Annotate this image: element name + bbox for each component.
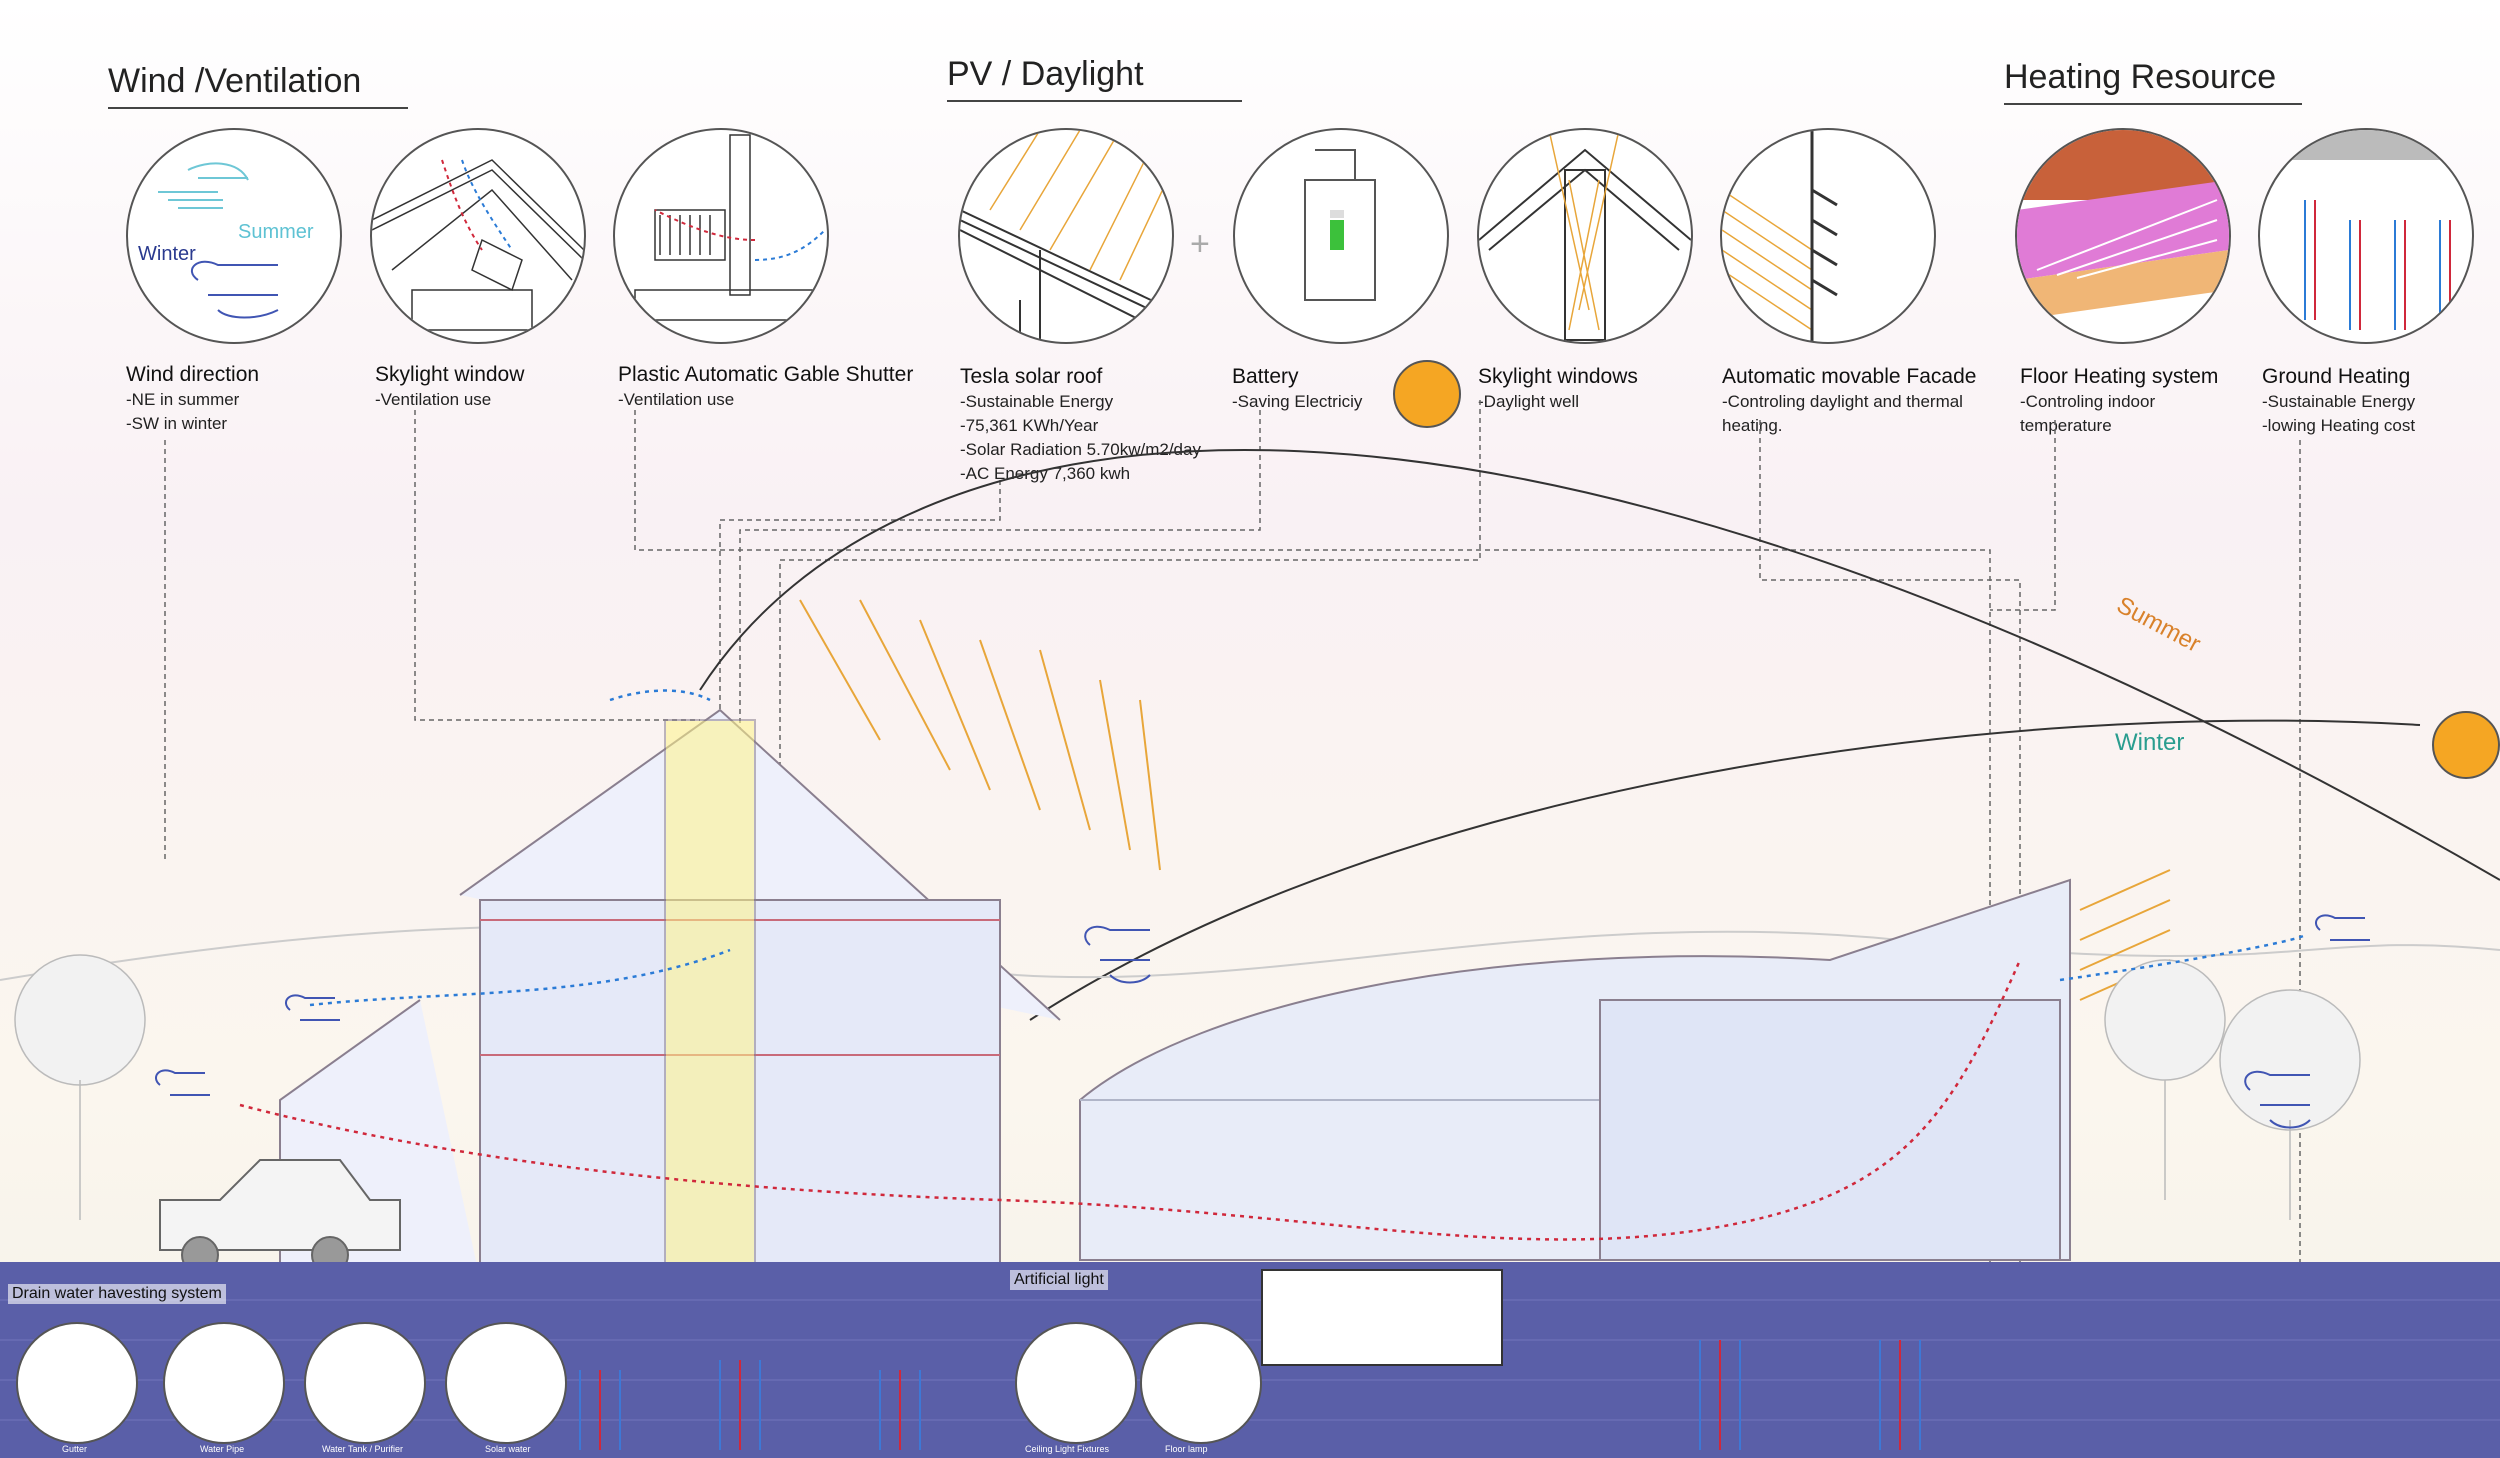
warm-air-flow bbox=[239, 959, 2022, 1241]
cool-air-flow bbox=[309, 948, 731, 1007]
summer-label: Summer bbox=[238, 221, 314, 243]
floor-lamp-circle bbox=[1140, 1322, 1262, 1444]
wind-direction-circle: Summer Winter bbox=[126, 128, 342, 344]
heating-resource-heading: Heating Resource bbox=[2004, 58, 2302, 105]
skylight-window-label: Skylight window -Ventilation use bbox=[375, 363, 525, 409]
skylight-windows-circle bbox=[1477, 128, 1693, 344]
solar-water-circle bbox=[445, 1322, 567, 1444]
gable-shutter-circle bbox=[613, 128, 829, 344]
battery-circle bbox=[1233, 128, 1449, 344]
skylight-windows-label: Skylight windows -Daylight well bbox=[1478, 365, 1638, 411]
gutter-caption: Gutter bbox=[62, 1444, 88, 1454]
winter-path-label: Winter bbox=[2115, 729, 2184, 756]
summer-sun-icon bbox=[1393, 360, 1461, 428]
tesla-solar-roof-label: Tesla solar roof -Sustainable Energy -75… bbox=[960, 365, 1201, 483]
movable-facade-circle bbox=[1720, 128, 1936, 344]
ground-heating-label: Ground Heating -Sustainable Energy -lowi… bbox=[2262, 365, 2416, 435]
main-house bbox=[279, 708, 1061, 1281]
wind-ventilation-heading: Wind /Ventilation bbox=[108, 62, 408, 109]
ground-hatching bbox=[0, 1299, 2500, 1421]
water-tank-caption: Water Tank / Purifier bbox=[322, 1444, 404, 1454]
gutter-circle bbox=[16, 1322, 138, 1444]
trees bbox=[14, 954, 2361, 1220]
ceiling-light-circle bbox=[1015, 1322, 1137, 1444]
gable-shutter-label: Plastic Automatic Gable Shutter -Ventila… bbox=[618, 363, 914, 409]
floor-heating-label: Floor Heating system -Controling indoor … bbox=[2020, 365, 2219, 435]
plus-icon: + bbox=[1190, 225, 1210, 263]
summer-path-label: Summer bbox=[2112, 591, 2205, 657]
ground-heating-loops bbox=[579, 1340, 1921, 1450]
wind-icons bbox=[155, 914, 2370, 1129]
floor-heating-circle bbox=[2015, 128, 2231, 344]
winter-sun-icon bbox=[2432, 711, 2500, 779]
drain-system-title: Drain water havesting system bbox=[8, 1284, 226, 1304]
underground-tank bbox=[1261, 1269, 1503, 1366]
movable-facade-label: Automatic movable Facade -Controling day… bbox=[1722, 365, 1977, 435]
water-pipe-circle bbox=[163, 1322, 285, 1444]
ceiling-light-caption: Ceiling Light Fixtures bbox=[1025, 1444, 1110, 1454]
artificial-light-title: Artificial light bbox=[1010, 1270, 1108, 1290]
ground-heating-circle bbox=[2258, 128, 2474, 344]
battery-label: Battery -Saving Electriciy bbox=[1232, 365, 1363, 411]
wind-direction-label: Wind direction -NE in summer -SW in wint… bbox=[126, 363, 260, 433]
solar-rays bbox=[799, 599, 2171, 1001]
winter-label: Winter bbox=[138, 243, 196, 265]
water-tank-circle bbox=[304, 1322, 426, 1444]
tesla-solar-roof-circle bbox=[958, 128, 1174, 344]
pv-daylight-heading: PV / Daylight bbox=[947, 55, 1242, 102]
winter-sun-path bbox=[1029, 719, 2421, 1021]
floor-lamp-caption: Floor lamp bbox=[1165, 1444, 1208, 1454]
summer-sun-path bbox=[699, 448, 2500, 881]
second-building bbox=[1079, 878, 2071, 1261]
battery-level-icon bbox=[1330, 220, 1344, 250]
solar-water-caption: Solar water bbox=[485, 1444, 531, 1454]
skylight-window-circle bbox=[370, 128, 586, 344]
water-pipe-caption: Water Pipe bbox=[200, 1444, 245, 1454]
